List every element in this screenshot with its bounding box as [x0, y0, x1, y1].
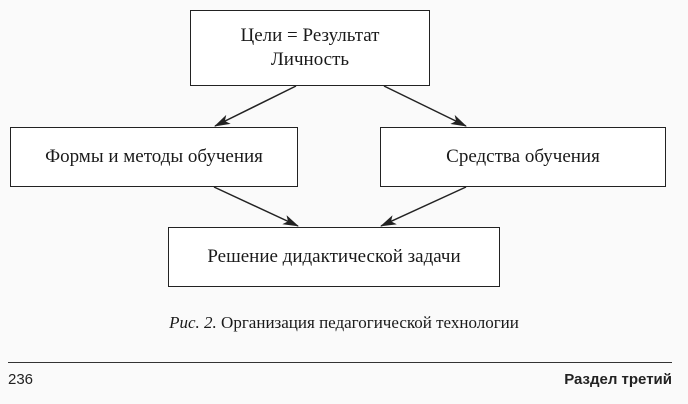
figure-caption-text: Организация педагогической технологии [221, 313, 519, 332]
didactic-task-solution-box: Решение дидактической задачи [168, 227, 500, 287]
forms-and-methods-text: Формы и методы обучения [45, 146, 263, 167]
arrow-top-to-left [214, 85, 297, 127]
goals-result-text: Цели = Результат [240, 25, 380, 46]
figure-label: Рис. 2. [169, 313, 217, 332]
teaching-means-box: Средства обучения [380, 127, 666, 187]
personality-text: Личность [270, 49, 350, 70]
figure-caption: Рис. 2. Организация педагогической техно… [0, 312, 688, 334]
arrow-right-to-bottom [380, 186, 467, 227]
teaching-means-text: Средства обучения [446, 146, 600, 167]
arrow-top-to-right [383, 85, 467, 127]
forms-and-methods-box: Формы и методы обучения [10, 127, 298, 187]
didactic-task-solution-text: Решение дидактической задачи [207, 246, 461, 267]
page-number: 236 [8, 371, 34, 388]
section-title: Раздел третий [564, 371, 672, 388]
footer-divider [8, 362, 672, 363]
goals-result-personality-box: Цели = Результат Личность [190, 10, 430, 86]
arrow-left-to-bottom [213, 186, 299, 227]
